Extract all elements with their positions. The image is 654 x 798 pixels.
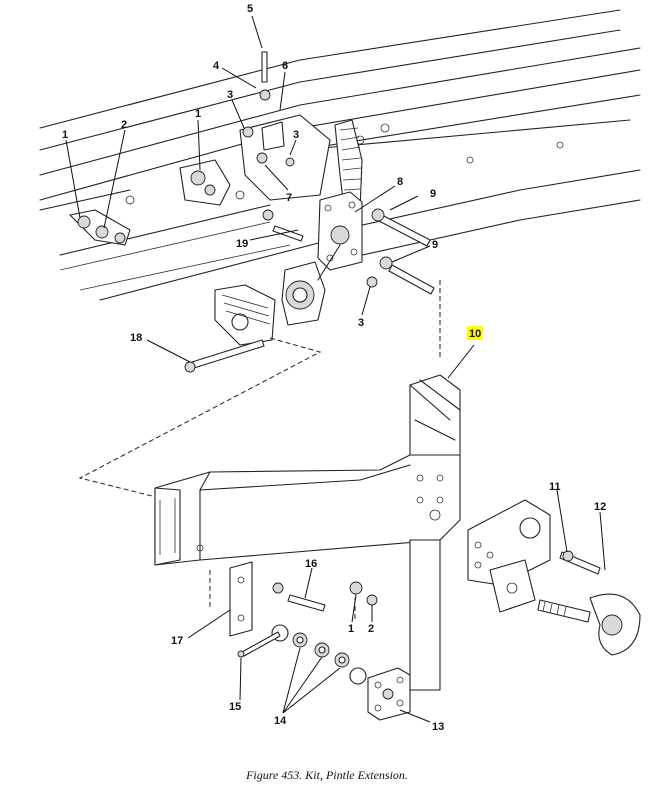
- callout-2: 2: [121, 119, 127, 131]
- screw-15: [237, 631, 281, 658]
- upper-bolts: [262, 208, 435, 295]
- callout-10: 10: [469, 328, 481, 340]
- long-bolt-18: [184, 339, 265, 373]
- callout-labels: 5 4 6 3 3 1 2 1 7 8 9 9 19 3 18 10 11 12…: [62, 3, 606, 733]
- callout-9: 9: [432, 239, 438, 251]
- callout-13: 13: [432, 721, 444, 733]
- leader-lines: [65, 15, 606, 723]
- callout-14: 14: [274, 715, 287, 727]
- callout-3: 3: [227, 89, 233, 101]
- nut-washer-1-2: [349, 581, 378, 606]
- callout-9: 9: [430, 188, 436, 200]
- callout-15: 15: [229, 701, 241, 713]
- mounting-plate: [317, 191, 363, 271]
- figure-caption: Figure 453. Kit, Pintle Extension.: [246, 768, 408, 782]
- callout-1: 1: [62, 129, 68, 141]
- callout-19: 19: [236, 238, 248, 250]
- pintle-extension-body: [154, 374, 461, 691]
- callout-10-highlight: [467, 326, 483, 340]
- washers-14: [271, 624, 367, 685]
- upper-bracket-center: [179, 159, 231, 206]
- callout-6: 6: [282, 60, 288, 72]
- callout-1: 1: [348, 623, 354, 635]
- callout-11: 11: [549, 481, 561, 493]
- callout-16: 16: [305, 558, 317, 570]
- callout-7: 7: [286, 192, 292, 204]
- upper-bracket-left: [69, 209, 131, 246]
- callout-18: 18: [130, 332, 142, 344]
- callout-1: 1: [195, 108, 201, 120]
- callout-12: 12: [594, 501, 606, 513]
- plate-17: [229, 561, 253, 637]
- callout-4: 4: [213, 60, 220, 72]
- bolt-16: [272, 582, 326, 612]
- assembly-dashed-lines: [78, 280, 441, 620]
- callout-17: 17: [171, 635, 183, 647]
- upper-bracket-right: [239, 51, 331, 201]
- plate-13: [367, 667, 411, 721]
- callout-8: 8: [397, 176, 403, 188]
- callout-5: 5: [247, 3, 253, 15]
- callout-3: 3: [293, 129, 299, 141]
- callout-3: 3: [358, 317, 364, 329]
- pintle-hook-bracket: [467, 499, 641, 656]
- coupling-assembly: [214, 244, 341, 346]
- callout-2: 2: [368, 623, 374, 635]
